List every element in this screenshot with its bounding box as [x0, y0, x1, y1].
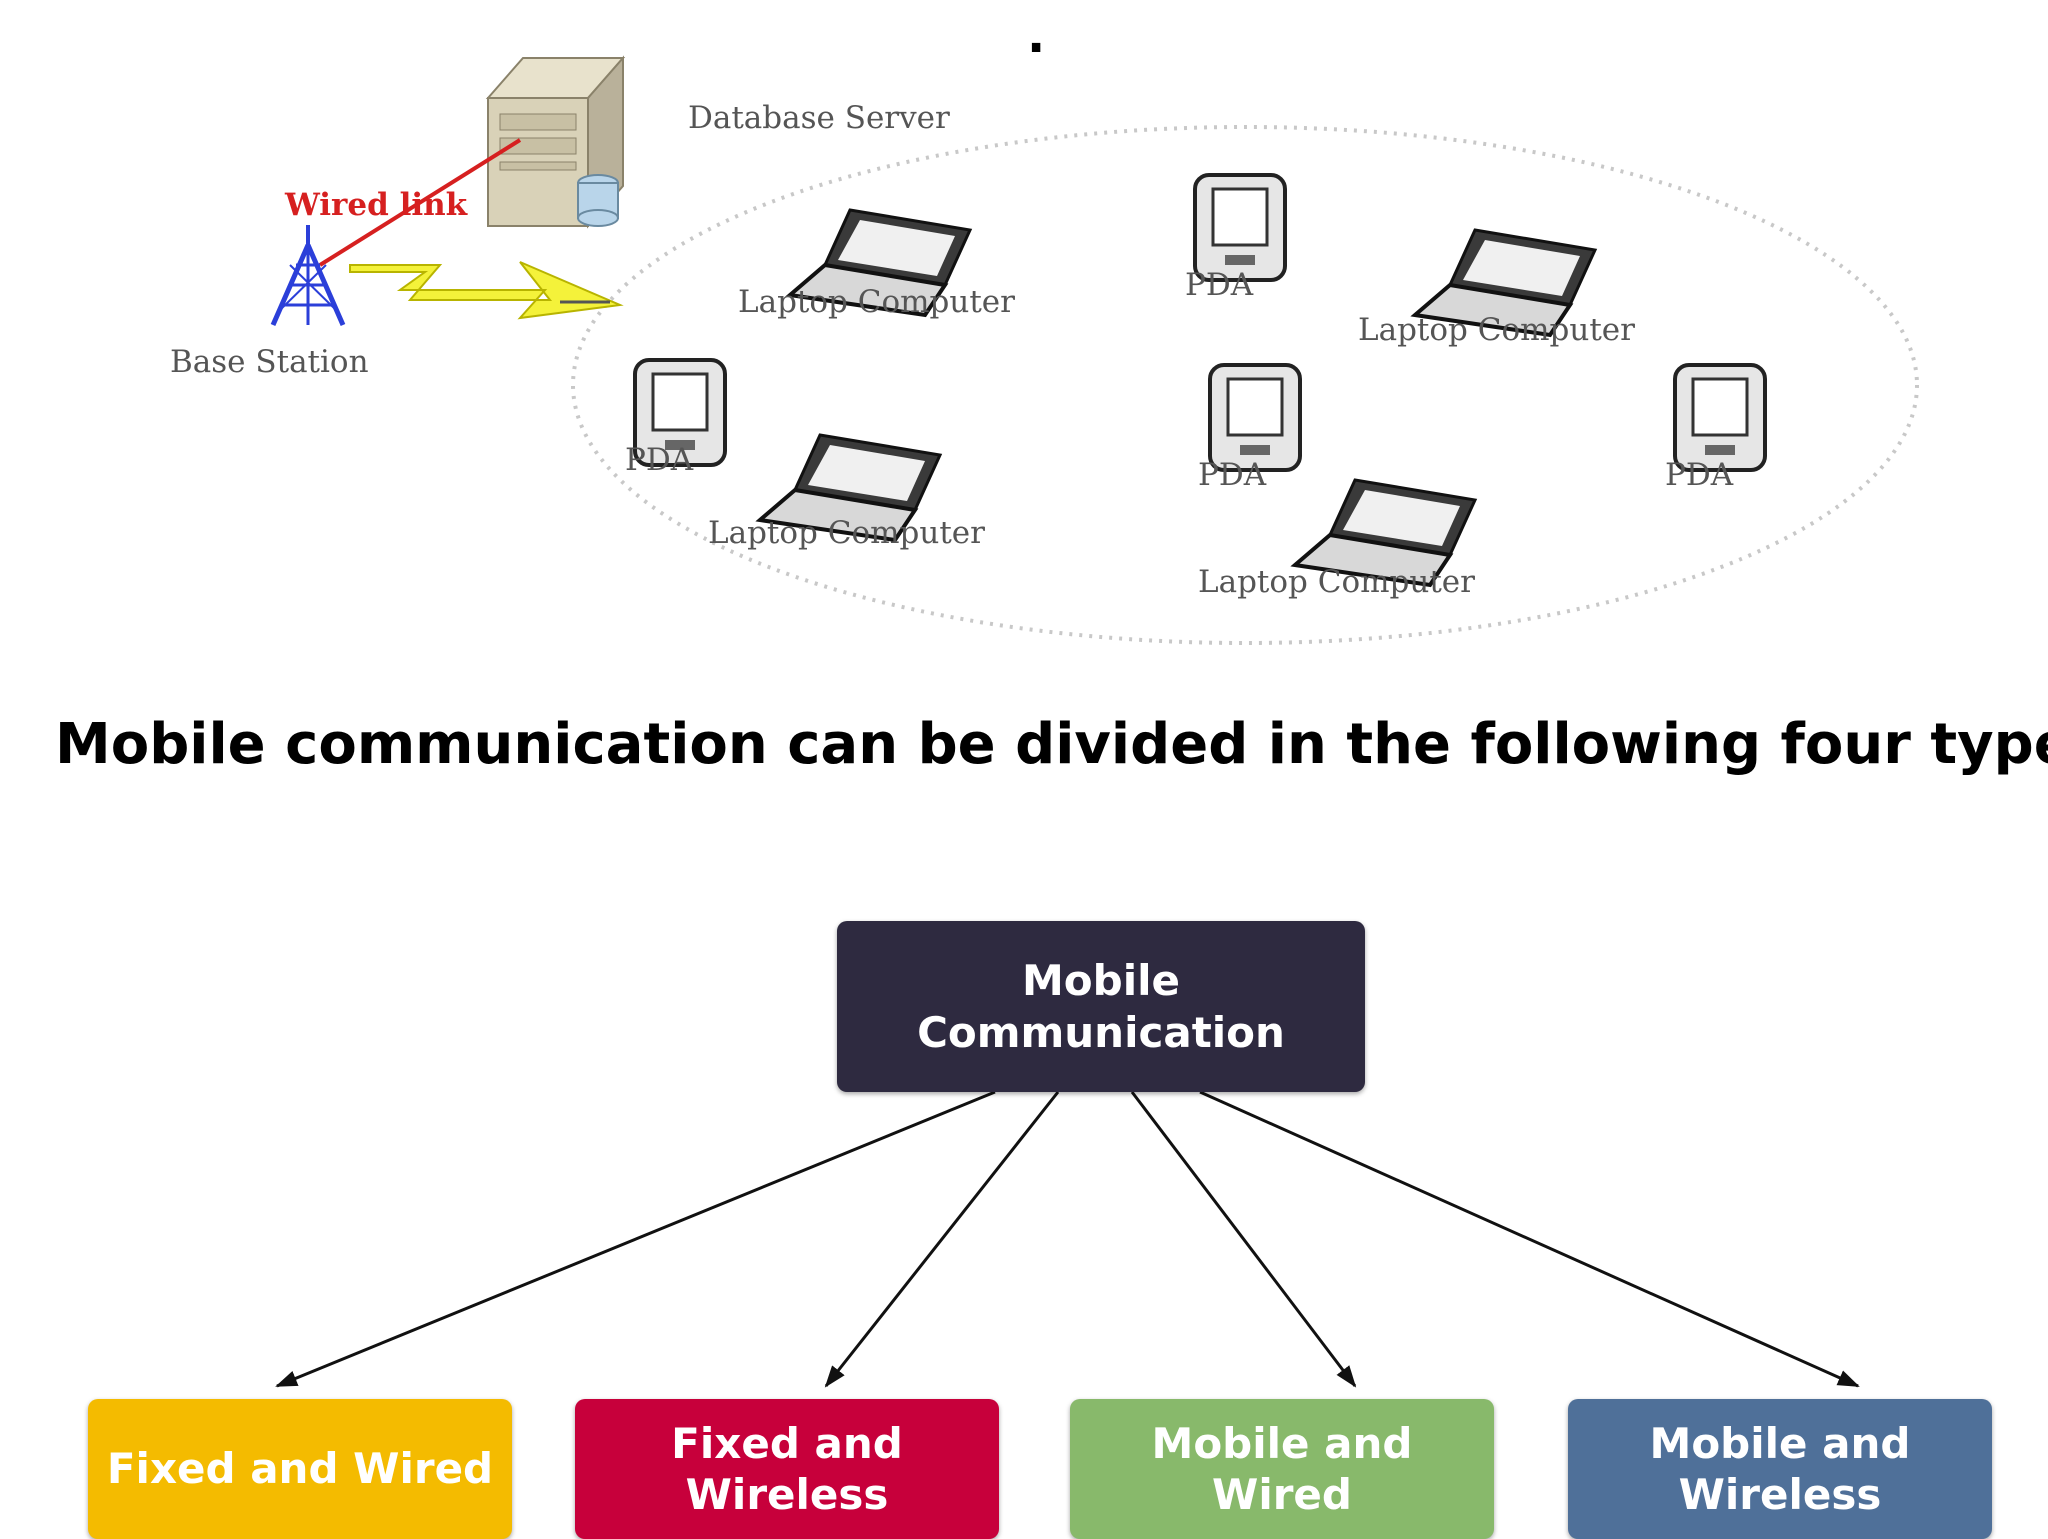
device-label: Laptop Computer — [1358, 312, 1635, 348]
device-label: PDA — [625, 442, 694, 478]
stray-dot: . — [1027, 8, 1046, 64]
laptop-icon — [1410, 228, 1598, 338]
device-label: Laptop Computer — [738, 284, 1015, 320]
pda-icon — [1208, 363, 1302, 472]
base-station-label: Base Station — [170, 344, 369, 380]
laptop-icon — [755, 433, 943, 543]
device-label: PDA — [1198, 457, 1267, 493]
node-label-line1: Mobile and Wired — [1151, 1418, 1413, 1519]
connector-mobile-wireless — [1199, 1090, 1860, 1388]
pda-icon — [1193, 173, 1287, 282]
node-label-line1: Fixed and Wireless — [671, 1418, 903, 1519]
fixed-and-wireless-node: Fixed and Wireless — [575, 1399, 999, 1539]
mobile-network-illustration: Database Server Wired link Base Station … — [170, 55, 1919, 645]
server-icon — [485, 55, 626, 229]
mobile-and-wired-node: Mobile and Wired — [1070, 1399, 1494, 1539]
node-label-line2: Communication — [917, 1007, 1285, 1057]
mobile-and-wireless-node: Mobile and Wireless — [1568, 1399, 1992, 1539]
mobile-communication-node: Mobile Communication — [837, 921, 1365, 1092]
device-label: Laptop Computer — [1198, 564, 1475, 600]
coverage-area — [571, 125, 1919, 645]
connector-fixed-wireless — [824, 1091, 1060, 1388]
node-label-line2: Wireless — [1678, 1470, 1882, 1519]
wired-link-label: Wired link — [284, 187, 469, 223]
pda-icon — [633, 358, 727, 467]
node-label-line1: Mobile — [1022, 956, 1180, 1006]
device-label: PDA — [1665, 457, 1734, 493]
device-label: PDA — [1185, 267, 1254, 303]
server-label: Database Server — [688, 100, 950, 136]
laptop-icon — [1290, 478, 1478, 588]
section-heading: Mobile communication can be divided in t… — [55, 712, 2048, 777]
antenna-tower-icon — [270, 225, 346, 327]
wireless-signal-icon — [349, 261, 624, 320]
connector-fixed-wired — [275, 1090, 996, 1388]
node-label-line1: Fixed and Wired — [106, 1444, 494, 1494]
wired-link-line — [318, 138, 522, 267]
laptop-icon — [785, 208, 973, 318]
pda-icon — [1673, 363, 1767, 472]
fixed-and-wired-node: Fixed and Wired — [88, 1399, 512, 1539]
node-label-line1: Mobile and — [1649, 1418, 1911, 1468]
device-label: Laptop Computer — [708, 515, 985, 551]
connector-mobile-wired — [1130, 1091, 1357, 1388]
